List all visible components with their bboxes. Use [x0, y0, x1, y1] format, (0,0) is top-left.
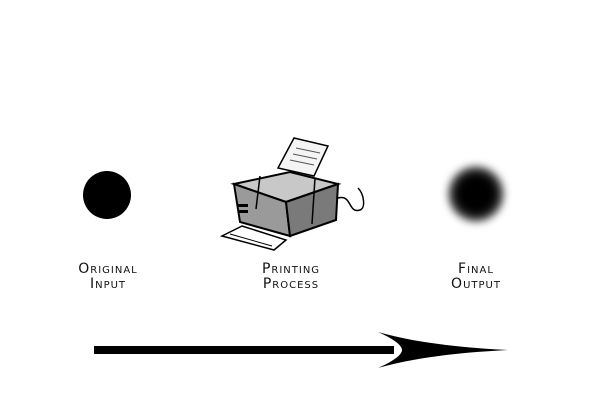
label-line: Input	[89, 276, 127, 292]
label-line: Original	[78, 261, 138, 277]
label-line: Output	[451, 276, 501, 292]
label-original-input: Original Input	[28, 262, 188, 292]
label-printing-process: Printing Process	[211, 262, 371, 292]
label-line: Printing	[261, 261, 321, 277]
printer-icon	[219, 137, 365, 251]
label-line: Process	[262, 276, 320, 292]
label-final-output: Final Output	[396, 262, 556, 292]
right-arrow-icon	[94, 332, 508, 368]
sharp-black-dot-icon	[83, 171, 131, 219]
label-line: Final	[458, 261, 494, 277]
blurred-black-dot-icon	[448, 166, 504, 222]
